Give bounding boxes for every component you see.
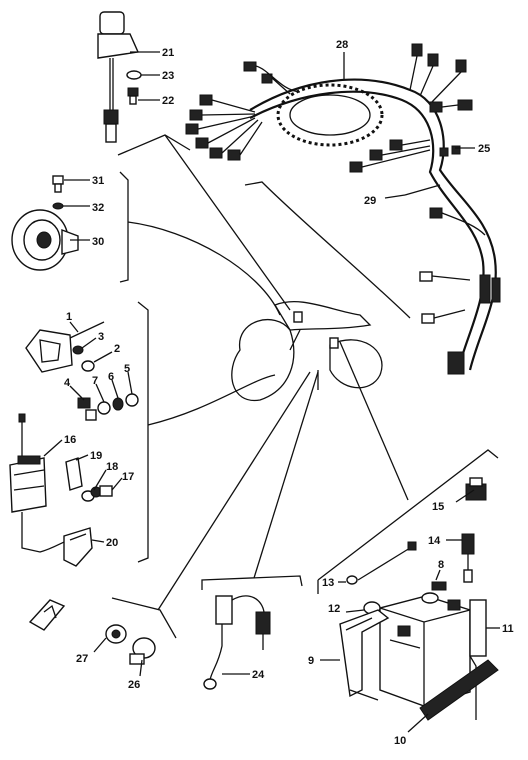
callout-4: 4	[64, 377, 71, 389]
callout-3: 3	[98, 331, 104, 343]
callout-12: 12	[328, 603, 340, 615]
coil-bolt	[81, 485, 113, 502]
wire-harness	[185, 43, 501, 375]
ignition-coil	[9, 413, 76, 553]
callout-17: 17	[122, 471, 134, 483]
small-bracket-part	[28, 599, 66, 631]
lead-battery	[339, 341, 409, 501]
coil-bracket	[65, 457, 83, 491]
battery-case	[339, 609, 390, 701]
bracket-ignition	[137, 301, 276, 563]
callout-6: 6	[108, 371, 114, 383]
ignition-washer	[126, 70, 142, 80]
callout-18: 18	[106, 461, 118, 473]
callout-14: 14	[428, 535, 441, 547]
callout-13: 13	[322, 577, 334, 589]
callout-10: 10	[394, 735, 406, 747]
callout-16: 16	[64, 434, 76, 446]
callout-24: 24	[252, 669, 265, 681]
callout-20: 20	[106, 537, 118, 549]
battery-lead	[346, 541, 417, 585]
callout-1: 1	[66, 311, 72, 323]
callout-22: 22	[162, 95, 174, 107]
callout-23: 23	[162, 70, 174, 82]
callout-15: 15	[432, 501, 444, 513]
spark-plug-cap	[63, 527, 93, 567]
callout-29: 29	[364, 195, 376, 207]
callout-26: 26	[128, 679, 140, 691]
harness-lead-left	[117, 134, 291, 311]
cdi-screw	[72, 345, 95, 372]
starter-relay	[461, 533, 475, 583]
horn-washer	[52, 202, 64, 210]
lead-bolt	[157, 371, 311, 611]
lead-switch	[253, 371, 319, 579]
battery-cap	[431, 581, 447, 591]
harness-lead-right	[244, 181, 411, 319]
callout-30: 30	[92, 236, 104, 248]
horn	[11, 209, 79, 271]
callout-5: 5	[124, 363, 130, 375]
callout-31: 31	[92, 175, 104, 187]
callout-25: 25	[478, 143, 490, 155]
ignition-bolt	[127, 87, 139, 105]
battery	[379, 592, 471, 707]
callout-11: 11	[502, 623, 514, 635]
bracket-switch	[201, 575, 303, 590]
callout-7: 7	[92, 375, 98, 387]
callout-21: 21	[162, 47, 174, 59]
cdi-mount-hardware	[77, 393, 139, 421]
horn-bolt	[52, 175, 64, 193]
bolt-washer	[105, 624, 127, 644]
bracket-bolt	[111, 597, 177, 639]
brake-switch-lead	[203, 595, 271, 690]
callout-19: 19	[90, 450, 102, 462]
battery-band	[469, 599, 487, 720]
cdi-unit	[25, 321, 105, 373]
callout-labels: 21 23 22 28 25 29 31 32 30 1 3 2 4 7 6 5…	[64, 39, 514, 747]
callout-32: 32	[92, 202, 104, 214]
bracket-horn	[119, 171, 281, 316]
callout-9: 9	[308, 655, 314, 667]
fuse-holder	[465, 477, 487, 501]
callout-2: 2	[114, 343, 120, 355]
bracket-battery	[317, 449, 499, 594]
callout-8: 8	[438, 559, 444, 571]
callout-28: 28	[336, 39, 348, 51]
leader-lines	[43, 51, 500, 733]
callout-27: 27	[76, 653, 88, 665]
bolt-and-collar	[129, 637, 156, 665]
